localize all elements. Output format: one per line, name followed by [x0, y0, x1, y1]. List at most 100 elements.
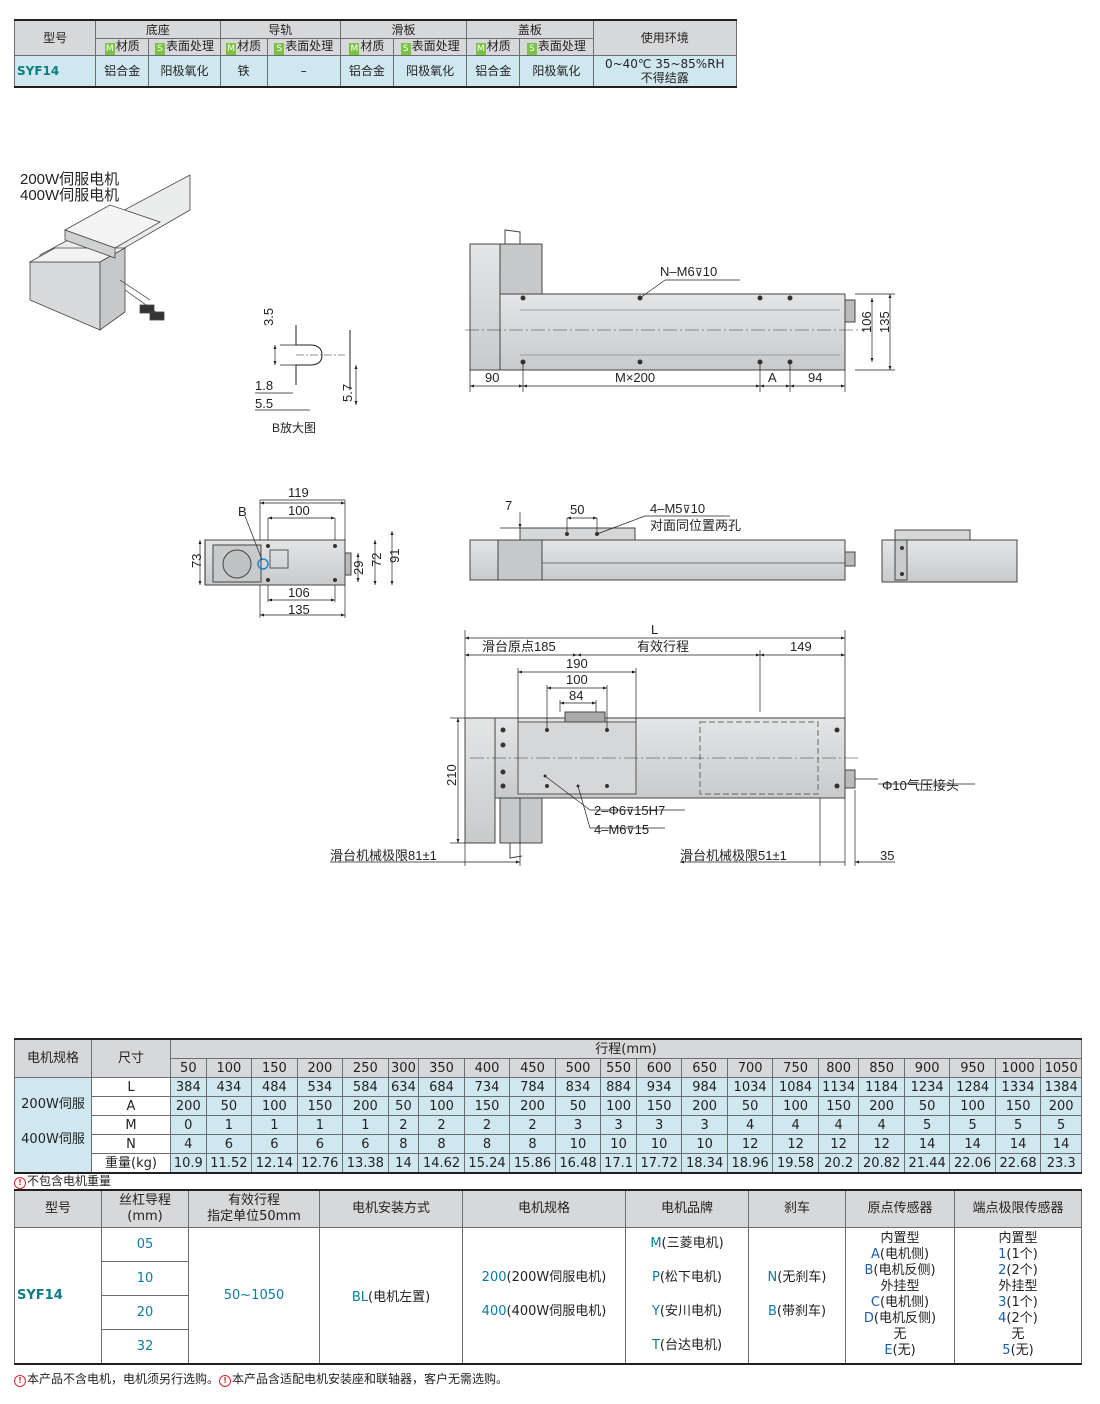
warning-icon: ! — [14, 1177, 26, 1189]
value-cell: 0 — [170, 1115, 207, 1135]
value-cell: 21.44 — [903, 1153, 951, 1174]
value-cell: 1 — [296, 1115, 344, 1135]
top-dim-135: 135 — [877, 311, 892, 333]
lead-05: 05 — [101, 1227, 189, 1262]
side-view: 7 50 4–M5⊽10 对面同位置两孔 — [469, 498, 1018, 583]
value-cell: 484 — [251, 1077, 298, 1097]
value-cell: 14.62 — [418, 1153, 465, 1174]
group-header-cover: 盖板 — [466, 19, 594, 39]
value-cell: 1284 — [949, 1077, 996, 1097]
value-cell: 12.76 — [296, 1153, 344, 1174]
value-cell: 12 — [858, 1134, 905, 1154]
value-cell: 50 — [387, 1096, 420, 1116]
value-cell: 634 — [387, 1077, 420, 1097]
bottom-dim-210: 210 — [444, 764, 459, 786]
order-stroke-range: 50~1050 — [188, 1227, 320, 1364]
value-cell: 14 — [949, 1134, 996, 1154]
value-cell: 19.58 — [772, 1153, 819, 1174]
stroke-col-header: 700 — [726, 1058, 774, 1078]
stroke-col-header: 900 — [903, 1058, 951, 1078]
lead-20: 20 — [101, 1295, 189, 1330]
end-dim-135: 135 — [288, 602, 310, 617]
bottom-motor — [499, 797, 543, 844]
sub-label: 材质 — [115, 39, 140, 53]
env-line: 0~40℃ 35~85%RH — [604, 57, 725, 71]
value-cell: 1084 — [772, 1077, 819, 1097]
env-line: 不得结露 — [640, 71, 689, 85]
value-cell: 4 — [858, 1115, 905, 1135]
isometric-view: 200W伺服电机 400W伺服电机 — [20, 171, 191, 331]
order-header-stroke: 有效行程指定单位50mm — [188, 1189, 320, 1228]
value-cell: 8 — [387, 1134, 420, 1154]
bottom-dim-35: 35 — [880, 848, 894, 863]
value-cell: 10.9 — [170, 1153, 207, 1174]
value-cell: 5 — [903, 1115, 951, 1135]
value-cell: 884 — [600, 1077, 637, 1097]
end-dim-106: 106 — [288, 585, 310, 600]
motor-header: 电机规格 — [14, 1038, 92, 1078]
bottom-view: L 滑台原点185 有效行程 149 190 100 84 210 2–Φ6⊽1… — [330, 622, 975, 866]
motor-1: 200W伺服 — [21, 1097, 85, 1112]
warning-icon: ! — [219, 1375, 232, 1387]
value-cell: 684 — [418, 1077, 465, 1097]
bottom-air-fitting: Φ10气压接头 — [882, 778, 959, 793]
value-cell: 534 — [296, 1077, 344, 1097]
value-cell: 铝合金 — [339, 55, 395, 88]
footnotes: !本产品不含电机，电机须另行选购。!本产品含适配电机安装座和联轴器，客户无需选购… — [14, 1370, 508, 1387]
value-cell: 铁 — [219, 55, 268, 88]
stroke-col-header: 100 — [205, 1058, 253, 1078]
row-label: 重量(kg) — [91, 1153, 171, 1174]
iso-label-2: 400W伺服电机 — [20, 187, 119, 204]
end-b-label: B — [238, 504, 247, 519]
order-limit-sensor: 内置型 1(1个) 2(2个) 外挂型 3(1个) 4(2个) 无 5(无) — [954, 1227, 1082, 1364]
badge-s: S — [400, 43, 411, 55]
badge-s: S — [526, 43, 537, 55]
end-view: B 119 100 73 29 72 91 106 135 — [189, 485, 402, 618]
badge-m: M — [226, 43, 237, 55]
side-dim-50: 50 — [570, 502, 584, 517]
order-header-motor: 电机规格 — [462, 1189, 626, 1228]
value-cell: 6 — [296, 1134, 344, 1154]
value-cell: 10 — [635, 1134, 683, 1154]
value-cell: 6 — [205, 1134, 253, 1154]
side-note-1: 4–M5⊽10 — [650, 501, 705, 516]
stroke-col-header: 1000 — [994, 1058, 1042, 1078]
value-cell: 1 — [205, 1115, 253, 1135]
value-cell: 3 — [681, 1115, 728, 1135]
top-view: N–M6⊽10 90 M×200 A 94 106 135 — [465, 229, 895, 392]
order-motor-spec: 200(200W伺服电机) 400(400W伺服电机) — [462, 1227, 626, 1364]
end-dim-29: 29 — [351, 561, 366, 575]
value-cell: 8 — [509, 1134, 556, 1154]
row-label: M — [91, 1115, 171, 1135]
stroke-col-header: 150 — [251, 1058, 298, 1078]
top-holes — [520, 295, 793, 365]
footnote-2: 本产品含适配电机安装座和联轴器，客户无需选购。 — [232, 1372, 509, 1386]
row-label: A — [91, 1096, 171, 1116]
value-cell: 1384 — [1040, 1077, 1082, 1097]
value-cell: 2 — [463, 1115, 511, 1135]
technical-drawings: 200W伺服电机 400W伺服电机 3.5 1.8 5.5 5.7 B放大图 — [20, 171, 1018, 866]
side-carriage — [519, 527, 636, 541]
value-cell: 8 — [463, 1134, 511, 1154]
warning-icon: ! — [14, 1375, 26, 1387]
top-dim-a: A — [768, 370, 777, 385]
value-cell: 200 — [1040, 1096, 1082, 1116]
value-cell: 434 — [205, 1077, 253, 1097]
value-cell: 20.2 — [817, 1153, 860, 1174]
stroke-col-header: 850 — [858, 1058, 905, 1078]
value-cell: 12 — [817, 1134, 860, 1154]
value-cell: 23.3 — [1040, 1153, 1082, 1174]
value-cell: 100 — [251, 1096, 298, 1116]
value-cell: 3 — [554, 1115, 602, 1135]
value-cell: 11.52 — [205, 1153, 253, 1174]
value-cell: 14 — [1040, 1134, 1082, 1154]
order-header-lead: 丝杠导程(mm) — [101, 1189, 189, 1228]
value-cell: 12.14 — [251, 1153, 298, 1174]
value-cell: 14 — [903, 1134, 951, 1154]
